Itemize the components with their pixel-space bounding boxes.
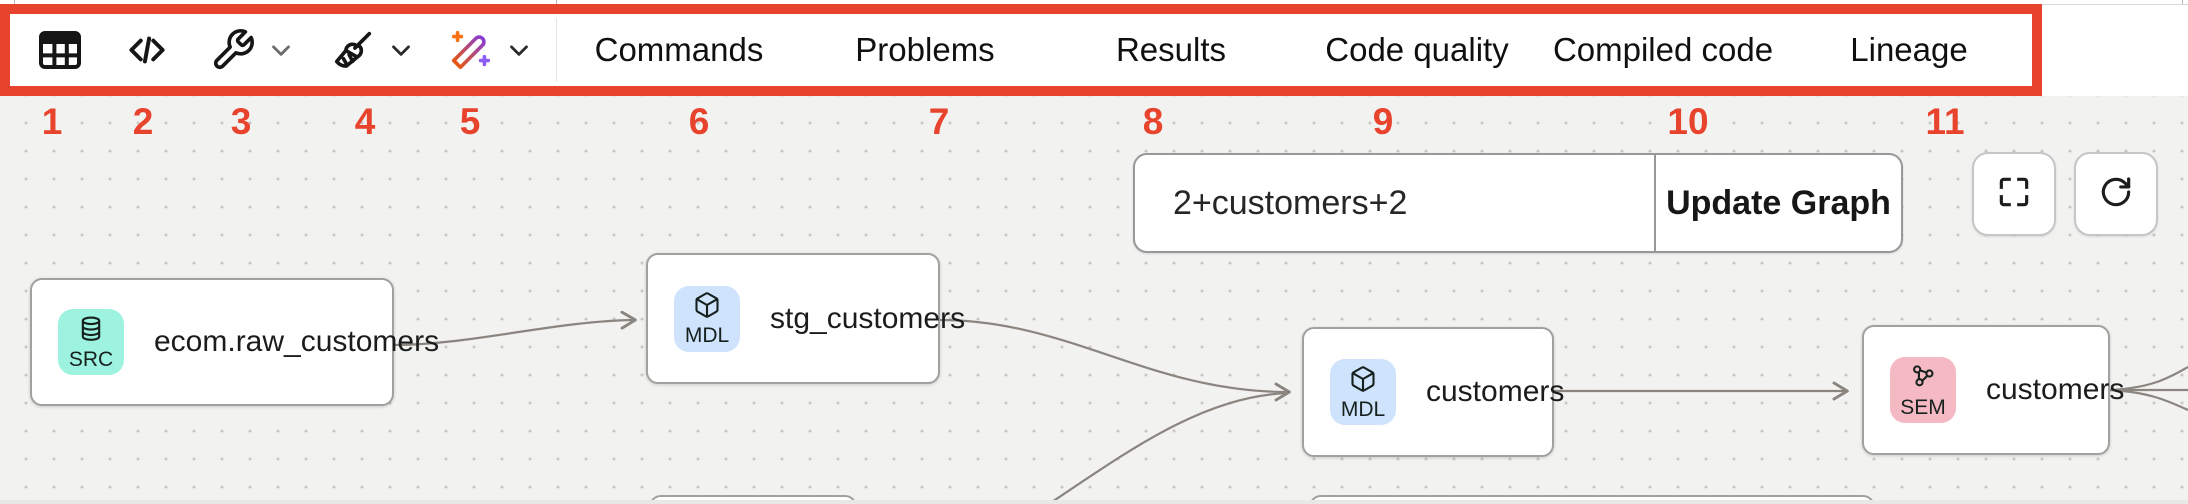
src-badge: SRC xyxy=(58,309,124,375)
table-button[interactable] xyxy=(36,4,84,95)
magic-wand-icon xyxy=(448,27,494,73)
annotation-number-9: 9 xyxy=(1372,101,1394,142)
tab-bar: Commands Problems Results Code quality C… xyxy=(556,4,2032,95)
code-icon xyxy=(122,25,172,75)
badge-label: SEM xyxy=(1900,395,1946,419)
table-icon xyxy=(36,26,84,74)
annotation-number-8: 8 xyxy=(1142,101,1164,142)
node-label: ecom.raw_customers xyxy=(154,325,440,358)
chevron-down-icon xyxy=(266,35,296,65)
broom-icon xyxy=(330,27,376,73)
tab-commands[interactable]: Commands xyxy=(594,30,764,68)
window-edge-tick xyxy=(556,0,557,4)
annotation-number-3: 3 xyxy=(230,101,252,142)
node-label: customers xyxy=(1986,373,2125,406)
refresh-button[interactable] xyxy=(2074,152,2158,236)
badge-label: SRC xyxy=(68,347,114,371)
badge-label: MDL xyxy=(684,324,730,347)
annotation-number-11: 11 xyxy=(1925,101,1965,142)
chevron-down-icon xyxy=(504,35,534,65)
window-edge-tick xyxy=(14,0,15,4)
wrench-menu-button[interactable] xyxy=(210,4,296,95)
fullscreen-icon xyxy=(1995,173,2033,216)
annotation-number-4: 4 xyxy=(354,101,376,142)
update-graph-button[interactable]: Update Graph xyxy=(1654,155,1901,251)
wrench-icon xyxy=(210,27,256,73)
refresh-icon xyxy=(2097,173,2135,216)
toolbar-divider xyxy=(556,18,557,82)
node-customers-sem[interactable]: SEM customers xyxy=(1862,325,2124,455)
tab-code-quality[interactable]: Code quality xyxy=(1325,30,1509,68)
chevron-down-icon xyxy=(386,35,416,65)
broom-menu-button[interactable] xyxy=(330,4,416,95)
annotation-number-5: 5 xyxy=(459,101,481,142)
node-label: stg_customers xyxy=(770,301,966,335)
tab-lineage[interactable]: Lineage xyxy=(1850,30,1968,68)
node-ecom-raw-customers[interactable]: SRC ecom.raw_customers xyxy=(30,278,439,406)
sem-badge: SEM xyxy=(1890,357,1956,423)
node-customers-mdl[interactable]: MDL customers xyxy=(1302,327,1564,457)
tab-problems[interactable]: Problems xyxy=(855,30,995,68)
tab-results[interactable]: Results xyxy=(1115,30,1227,68)
code-button[interactable] xyxy=(122,4,172,95)
mdl-badge: MDL xyxy=(1330,359,1396,425)
node-stg-customers[interactable]: MDL stg_customers xyxy=(646,253,965,384)
toolbar xyxy=(0,4,2188,96)
mdl-badge: MDL xyxy=(674,285,740,352)
cube-icon xyxy=(1349,365,1377,398)
graph-network-icon xyxy=(1909,363,1937,396)
graph-filter-widget: Update Graph xyxy=(1133,153,1903,253)
annotation-number-6: 6 xyxy=(688,101,710,142)
magic-wand-menu-button[interactable] xyxy=(448,4,534,95)
annotation-number-7: 7 xyxy=(928,101,950,142)
fullscreen-button[interactable] xyxy=(1972,152,2056,236)
annotation-number-10: 10 xyxy=(1667,101,1709,142)
badge-label: MDL xyxy=(1340,397,1386,421)
cube-icon xyxy=(693,291,721,324)
graph-filter-input[interactable] xyxy=(1135,155,1654,251)
window-edge-tick xyxy=(2182,0,2183,4)
annotation-number-1: 1 xyxy=(41,101,63,142)
tab-compiled-code[interactable]: Compiled code xyxy=(1552,30,1774,68)
node-label: customers xyxy=(1426,375,1565,408)
database-icon xyxy=(77,315,105,348)
window-bottom-edge xyxy=(0,500,2188,504)
annotation-number-2: 2 xyxy=(132,101,154,142)
